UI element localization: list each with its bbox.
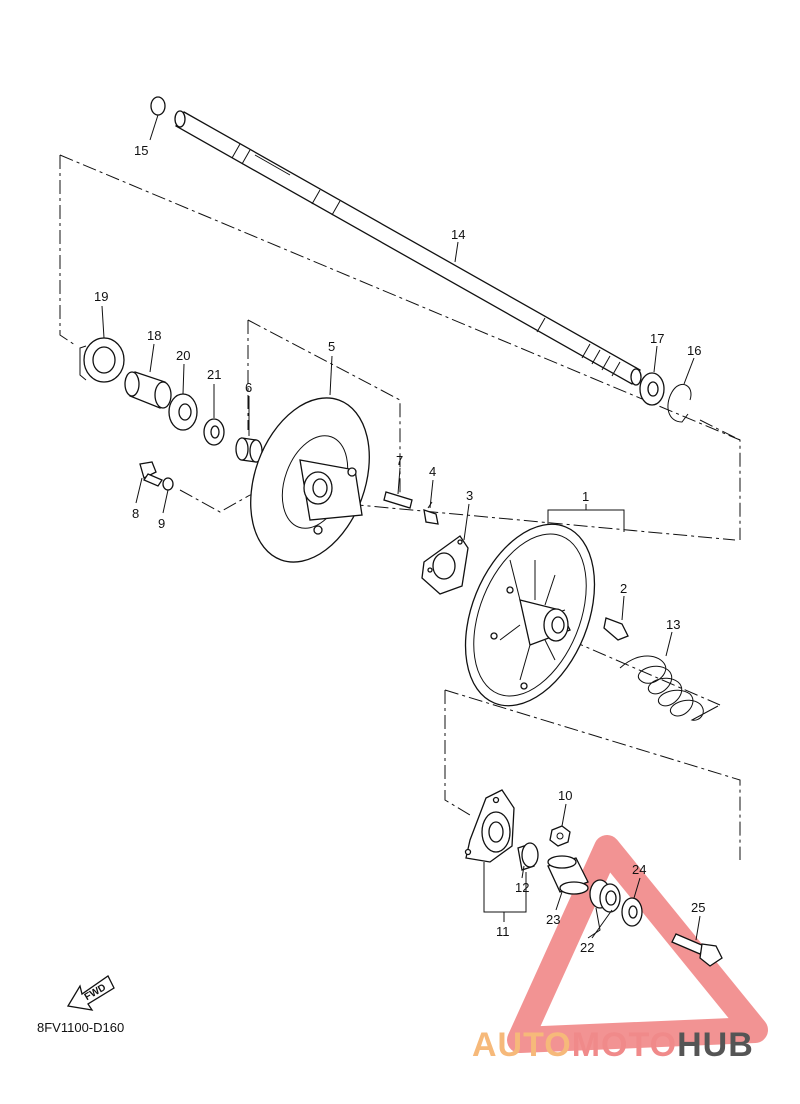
washer-20: [168, 393, 198, 431]
housing-11: [464, 789, 515, 863]
callout-8: 8: [132, 506, 139, 521]
nut-10: [549, 825, 571, 847]
watermark-hub: HUB: [677, 1026, 754, 1064]
o-ring-15: [150, 96, 166, 116]
watermark-moto: MOTO: [572, 1026, 677, 1064]
washer-24: [621, 897, 643, 927]
collar-23: [547, 855, 589, 895]
bushings-22: [589, 879, 621, 913]
circlip-16: [667, 383, 692, 423]
callout-9: 9: [158, 516, 165, 531]
callout-19: 19: [94, 289, 108, 304]
callout-10: 10: [558, 788, 572, 803]
callout-17: 17: [650, 331, 664, 346]
bolt-4: [423, 501, 439, 525]
callout-24: 24: [632, 862, 646, 877]
callout-12: 12: [515, 880, 529, 895]
callout-2: 2: [620, 581, 627, 596]
callout-20: 20: [176, 348, 190, 363]
callout-3: 3: [466, 488, 473, 503]
bolt-2: [603, 617, 629, 641]
sheave-5: [250, 397, 370, 563]
callouts: 15 14 19 18 20 21 6 5 7 4 3 1 2 13 17 16…: [94, 143, 705, 955]
plate-3: [421, 535, 469, 595]
callout-5: 5: [328, 339, 335, 354]
callout-1: 1: [582, 489, 589, 504]
callout-13: 13: [666, 617, 680, 632]
washer-9: [162, 477, 174, 491]
callout-14: 14: [451, 227, 465, 242]
callout-18: 18: [147, 328, 161, 343]
callout-11: 11: [496, 924, 510, 939]
assembly-lines: [59, 154, 741, 860]
callout-15: 15: [134, 143, 148, 158]
callout-16: 16: [687, 343, 701, 358]
watermark-auto: AUTO: [472, 1026, 572, 1064]
watermark-logo: AUTOMOTOHUB: [472, 1026, 754, 1064]
shaft-14: [174, 110, 642, 386]
callout-25: 25: [691, 900, 705, 915]
callout-6: 6: [245, 380, 252, 395]
fwd-arrow-icon: FWD: [66, 975, 115, 1011]
bolt-8: [139, 461, 163, 487]
callout-7: 7: [396, 453, 403, 468]
stud-7: [383, 491, 413, 509]
castle-nut-19: [79, 337, 125, 383]
bolt-25: [671, 933, 723, 967]
svg-text:AUTOMOTOHUB: AUTOMOTOHUB: [472, 1026, 754, 1064]
washer-21: [203, 418, 225, 446]
callout-21: 21: [207, 367, 221, 382]
sleeve-18: [124, 371, 172, 409]
spring-13: [619, 655, 719, 721]
callout-4: 4: [429, 464, 436, 479]
bearing-12: [517, 842, 539, 871]
diagram-code: 8FV1100-D160: [37, 1020, 124, 1035]
bushing-6: [235, 437, 263, 463]
washer-17: [639, 372, 665, 406]
leader-lines: [101, 114, 701, 941]
callout-22: 22: [580, 940, 594, 955]
callout-23: 23: [546, 912, 560, 927]
sheave-1: [464, 523, 596, 707]
